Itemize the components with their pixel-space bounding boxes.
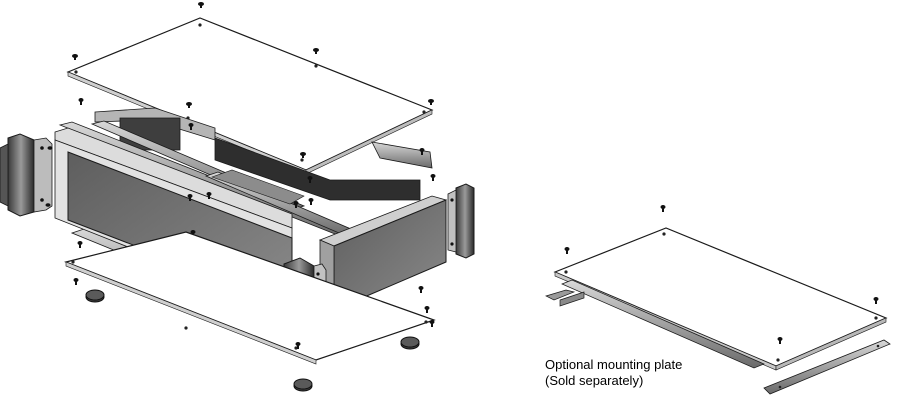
bottom-screws bbox=[73, 278, 435, 349]
foot-icon bbox=[85, 289, 105, 303]
screw-icon bbox=[188, 123, 194, 130]
screw-icon bbox=[206, 192, 212, 199]
bottom-plate bbox=[64, 231, 436, 365]
screw-icon bbox=[424, 306, 430, 313]
screw-icon bbox=[430, 174, 436, 181]
screw-icon bbox=[78, 98, 84, 105]
screw-icon bbox=[45, 203, 51, 207]
screw-icon bbox=[77, 241, 83, 248]
screw-icon bbox=[313, 48, 319, 54]
right-handle bbox=[447, 183, 475, 259]
left-handle bbox=[0, 133, 53, 217]
screw-icon bbox=[295, 342, 301, 349]
screw-icon bbox=[308, 198, 314, 205]
mounting-plate-rails bbox=[545, 279, 891, 395]
screw-icon bbox=[777, 337, 783, 344]
screw-icon bbox=[419, 148, 425, 155]
foot-icon bbox=[400, 336, 420, 350]
foot-icon bbox=[293, 378, 313, 392]
screw-icon bbox=[300, 152, 306, 158]
screw-icon bbox=[186, 102, 192, 108]
rubber-feet bbox=[85, 289, 420, 392]
screw-icon bbox=[428, 99, 434, 105]
screw-icon bbox=[47, 146, 53, 150]
screw-icon bbox=[564, 247, 570, 254]
screw-icon bbox=[293, 201, 299, 208]
screw-icon bbox=[873, 297, 879, 304]
screw-icon bbox=[198, 2, 204, 8]
caption-line-2: (Sold separately) bbox=[545, 373, 644, 388]
screw-icon bbox=[429, 320, 435, 327]
caption-line-1: Optional mounting plate bbox=[545, 357, 683, 372]
screw-icon bbox=[418, 286, 424, 293]
left-handle-screws bbox=[45, 146, 53, 207]
mounting-plate-screws bbox=[564, 205, 879, 344]
top-cover-screws bbox=[72, 2, 434, 158]
screw-icon bbox=[187, 194, 193, 201]
screw-icon bbox=[73, 278, 79, 285]
screw-icon bbox=[72, 54, 78, 60]
screw-icon bbox=[660, 205, 666, 212]
mounting-plate-caption: Optional mounting plate (Sold separately… bbox=[545, 357, 682, 389]
screw-icon bbox=[307, 176, 313, 183]
